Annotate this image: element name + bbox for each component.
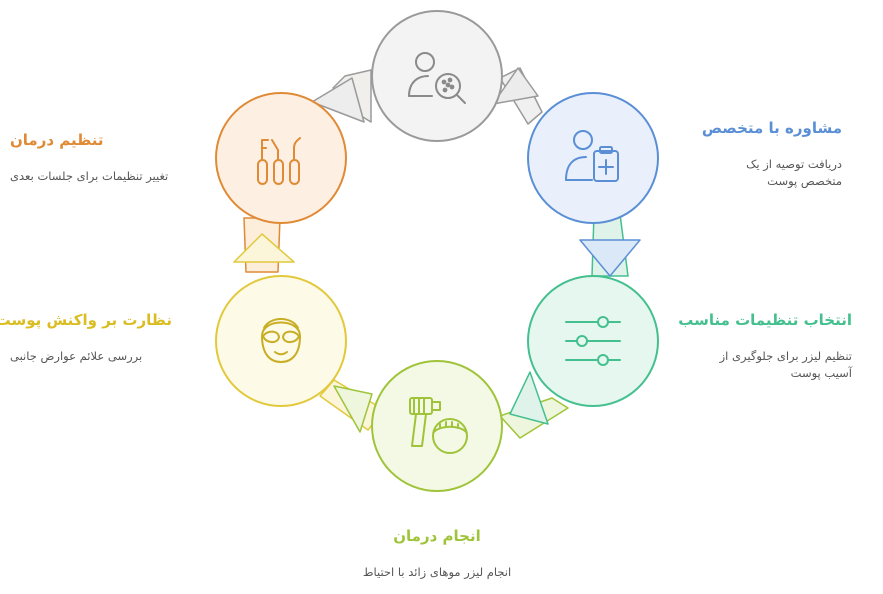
circle-center-top (371, 10, 503, 142)
step-consult-desc: دریافت توصیه از یک متخصص پوست (746, 157, 842, 188)
step-consult-title: مشاوره با متخصص (701, 119, 842, 137)
arrow-top-right (492, 67, 543, 125)
step-settings-desc: تنظیم لیزر برای جلوگیری از آسیب پوست (719, 349, 852, 380)
step-treatment-title: انجام درمان (393, 527, 481, 545)
step-consult: مشاوره با متخصص دریافت توصیه از یک متخصص… (702, 118, 842, 190)
arrow-right-lower (499, 371, 569, 439)
circle-adjust (215, 92, 347, 224)
doctor-clipboard-icon (565, 130, 619, 182)
laser-device-icon (409, 397, 468, 454)
arrow-top-left (311, 69, 372, 123)
step-settings: انتخاب تنظیمات مناسب تنظیم لیزر برای جلو… (678, 310, 852, 382)
step-monitor-desc: بررسی علائم عوارض جانبی (10, 349, 143, 363)
step-treatment-desc: انجام لیزر موهای زائد با احتیاط (362, 565, 512, 579)
sliders-icon (565, 316, 621, 366)
face-goggles-icon (261, 318, 301, 363)
step-monitor: نظارت بر واکنش پوست بررسی علائم عوارض جا… (0, 310, 172, 365)
arrow-left-upper (233, 217, 295, 273)
laser-tips-icon (257, 137, 301, 185)
step-adjust: تنظیم درمان تغییر تنظیمات برای جلسات بعد… (10, 130, 172, 185)
step-adjust-desc: تغییر تنظیمات برای جلسات بعدی (10, 169, 169, 183)
step-adjust-title: تنظیم درمان (10, 131, 104, 149)
step-settings-title: انتخاب تنظیمات مناسب (678, 311, 852, 329)
circle-monitor (215, 275, 347, 407)
user-search-icon (408, 52, 466, 104)
step-treatment: انجام درمان انجام لیزر موهای زائد با احت… (300, 526, 574, 581)
step-monitor-title: نظارت بر واکنش پوست (0, 311, 172, 329)
